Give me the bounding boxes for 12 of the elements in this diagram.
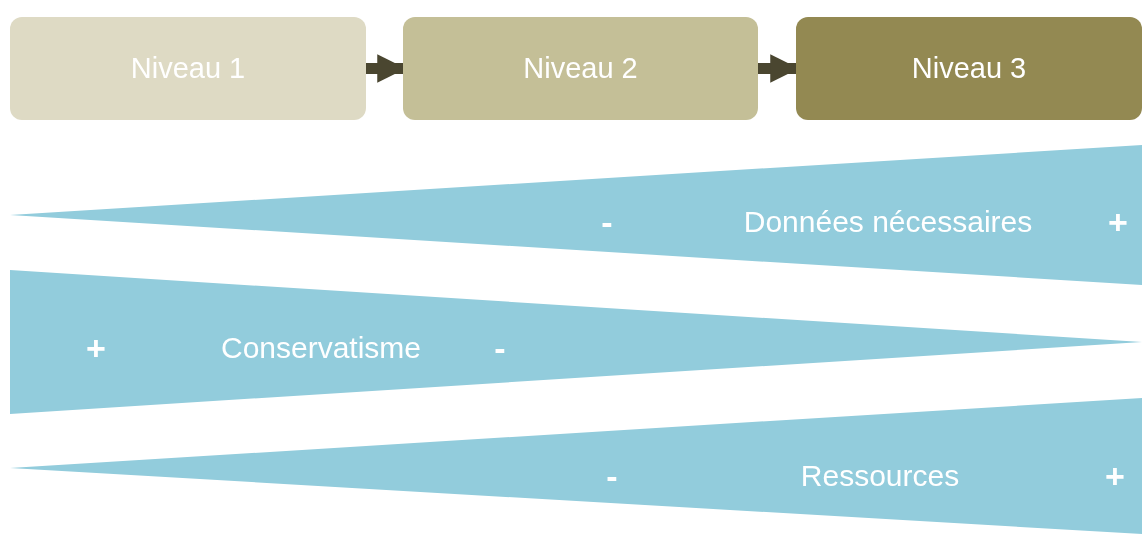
level-box: Niveau 1 (10, 17, 366, 120)
band-label: Données nécessaires (743, 207, 1033, 237)
scale-end-sign: - (494, 331, 506, 365)
scale-end-sign: - (606, 459, 618, 493)
scale-end-sign: + (86, 331, 106, 365)
scale-end-sign: + (1108, 205, 1128, 239)
scale-end-sign: - (601, 205, 613, 239)
level-box: Niveau 3 (796, 17, 1142, 120)
level-box: Niveau 2 (403, 17, 758, 120)
band-label: Conservatisme (220, 333, 422, 363)
band-label: Ressources (800, 461, 960, 491)
scale-end-sign: + (1105, 459, 1125, 493)
